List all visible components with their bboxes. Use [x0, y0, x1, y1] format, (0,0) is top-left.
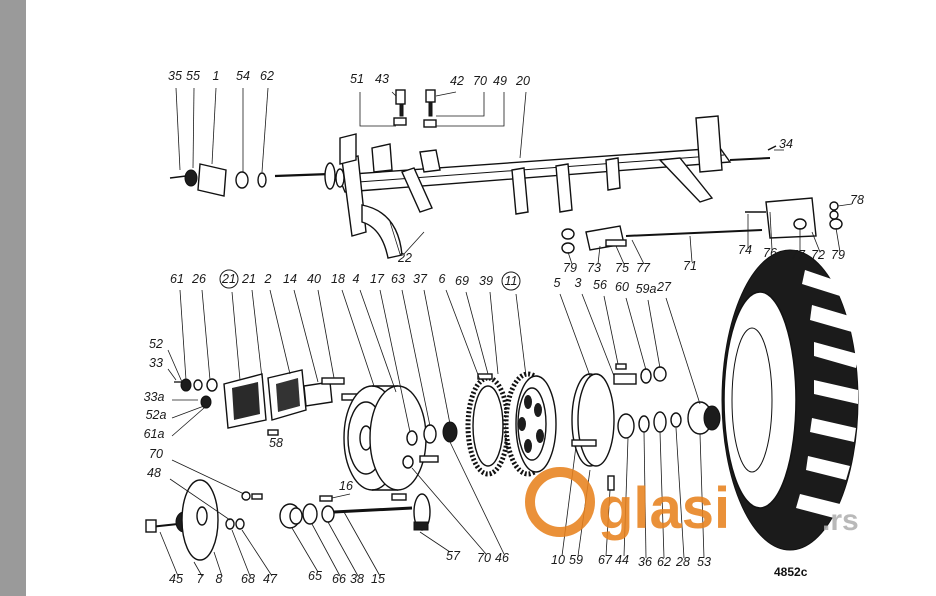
- callout-label: 18: [331, 272, 345, 286]
- callout-circle: [219, 269, 239, 289]
- callout-label: 45: [169, 572, 183, 586]
- watermark-tld: .rs: [822, 504, 859, 537]
- callout-label: 59a: [636, 282, 657, 296]
- callout-label: 56: [593, 278, 607, 292]
- callout-label: 33: [149, 356, 163, 370]
- callout-label: 3: [575, 276, 582, 290]
- callout-label: 78: [850, 193, 864, 207]
- callout-label: 38: [350, 572, 364, 586]
- callout-label: 70: [477, 551, 491, 565]
- leader-lines: [159, 87, 853, 577]
- callout-label: 4: [353, 272, 360, 286]
- callout-label: 77: [791, 248, 806, 262]
- callout-circle: [501, 271, 521, 291]
- callout-label: 34: [779, 137, 793, 151]
- callout-label: 7: [197, 572, 205, 586]
- callout-label: 52: [149, 337, 163, 351]
- callout-label: 6: [439, 272, 446, 286]
- callout-label: 60: [615, 280, 629, 294]
- callout-label: 26: [191, 272, 206, 286]
- disc-shaft-assembly: [145, 479, 431, 561]
- callout-label: 67: [598, 553, 613, 567]
- callout-label: 47: [263, 572, 278, 586]
- callout-label: 10: [551, 553, 565, 567]
- callout-label: 68: [241, 572, 255, 586]
- callout-label: 2: [264, 272, 272, 286]
- callout-label: 22: [397, 251, 412, 265]
- callout-label: 21: [241, 272, 256, 286]
- front-axle-assembly: [169, 89, 777, 259]
- callout-label: 48: [147, 466, 161, 480]
- callout-label: 53: [697, 555, 711, 569]
- callout-label: 36: [638, 555, 652, 569]
- callout-label: 75: [615, 261, 629, 275]
- left-gray-margin: [0, 0, 26, 596]
- callout-label: 35: [168, 69, 182, 83]
- callout-label: 59: [569, 553, 583, 567]
- callout-label: 17: [370, 272, 385, 286]
- callout-label: 71: [683, 259, 697, 273]
- callout-label: 21: [221, 272, 236, 286]
- tractor-tire: [721, 249, 859, 551]
- callout-label: 14: [283, 272, 297, 286]
- callout-label: 69: [455, 274, 469, 288]
- callout-label: 62: [657, 555, 671, 569]
- callout-label: 76: [763, 246, 777, 260]
- callout-label: 55: [186, 69, 200, 83]
- callout-label: 73: [587, 261, 601, 275]
- callout-label: 66: [332, 572, 346, 586]
- callout-label: 40: [307, 272, 321, 286]
- callout-label: 54: [236, 69, 250, 83]
- callout-label: 70: [473, 74, 487, 88]
- callout-label: 63: [391, 272, 405, 286]
- callout-label: 70: [149, 447, 163, 461]
- callout-label: 8: [216, 572, 223, 586]
- callout-label: 15: [371, 572, 385, 586]
- callout-label: 39: [479, 274, 493, 288]
- callout-label: 43: [375, 72, 389, 86]
- callout-label: 16: [339, 479, 353, 493]
- callout-label: 20: [515, 74, 530, 88]
- callout-label: 61a: [144, 427, 165, 441]
- callout-label: 57: [446, 549, 461, 563]
- callout-label: 52a: [146, 408, 167, 422]
- callout-label: 58: [269, 436, 283, 450]
- callout-label: 28: [675, 555, 690, 569]
- callout-label: 5: [554, 276, 561, 290]
- callout-label: 72: [811, 248, 825, 262]
- oglasi-watermark: glasi .rs: [525, 467, 859, 541]
- callout-label: 27: [656, 280, 672, 294]
- callout-label: 77: [636, 261, 651, 275]
- watermark-brand: glasi: [598, 476, 730, 541]
- tie-rod-assembly: [561, 197, 843, 254]
- callout-label: 49: [493, 74, 507, 88]
- callout-label: 37: [413, 272, 428, 286]
- callout-label: 42: [450, 74, 464, 88]
- callout-label: 51: [350, 72, 364, 86]
- callout-label: 11: [505, 274, 518, 288]
- callout-label: 62: [260, 69, 274, 83]
- callout-label: 46: [495, 551, 509, 565]
- callout-label: 79: [563, 261, 577, 275]
- callout-label: 61: [170, 272, 184, 286]
- callout-label: 79: [831, 248, 845, 262]
- callout-label: 33a: [144, 390, 165, 404]
- drawing-code: 4852c: [774, 565, 808, 579]
- hub-drum-assembly: [174, 363, 721, 491]
- callout-label: 65: [308, 569, 322, 583]
- callout-label: 44: [615, 553, 629, 567]
- callout-label: 1: [213, 69, 220, 83]
- callout-label: 74: [738, 243, 752, 257]
